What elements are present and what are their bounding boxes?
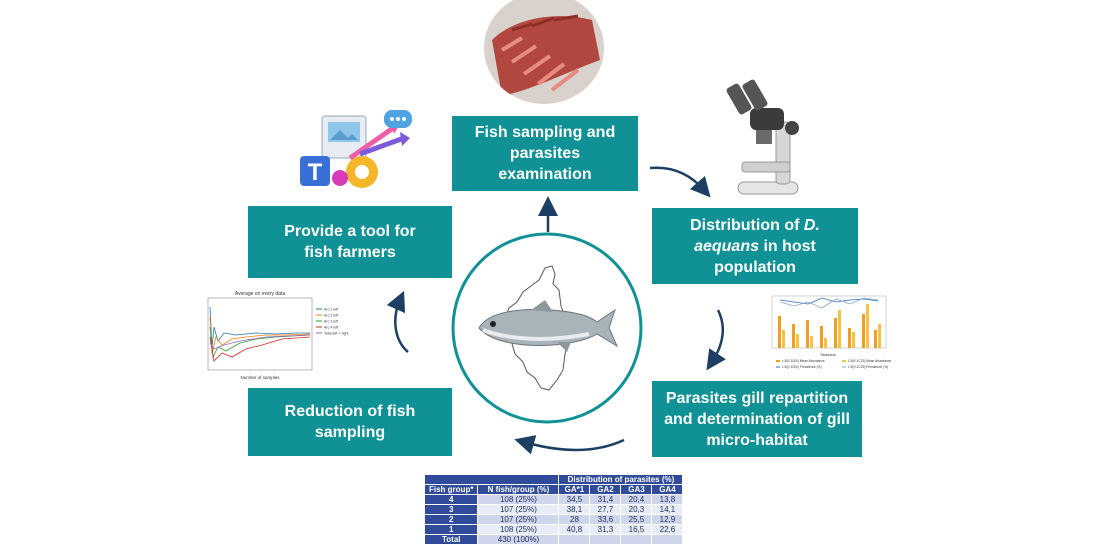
cell-value: 13,8 (651, 494, 684, 505)
arrow-reduction-to-tool (386, 290, 409, 353)
step-fish-sampling: Fish sampling and parasites examination (452, 116, 638, 191)
step-gill-repartition-line2: and determination of gill (664, 410, 850, 428)
step-distribution-line3: population (714, 258, 796, 276)
cell-value: 14,1 (651, 504, 684, 515)
col-ga4: GA4 (651, 484, 684, 495)
step-fish-sampling-line2: parasites (509, 145, 581, 162)
cell-group: 4 (423, 494, 479, 505)
legend-arc4: Arc 4 left (324, 326, 338, 330)
cell-value: 31,3 (589, 524, 622, 535)
cell-value: 33,6 (589, 514, 622, 525)
corsica-map-outline (504, 265, 570, 391)
gill-photo (484, 0, 604, 104)
col-ga2: GA2 (589, 484, 622, 495)
mini-chart-xlabel: Seasons (820, 352, 836, 357)
step-fish-sampling-line1: Fish sampling and (474, 124, 616, 141)
step-tool-line2: fish farmers (304, 244, 396, 261)
mini-chart-legend-1: L.B(Y-1000) Mean Abundance (782, 359, 825, 363)
table-row: 3 107 (25%) 38,1 27,7 20,3 14,1 (423, 504, 684, 515)
mini-bar-chart: Seasons L.B(Y-1000) Mean Abundance L.B(Y… (758, 290, 908, 372)
step-fish-sampling-line3: examination (498, 166, 592, 183)
cell-value: 16,5 (620, 524, 653, 535)
legend-total: Total left + right (324, 332, 348, 336)
cell-value: 25,5 (620, 514, 653, 525)
table-header-cols: Fish group* N fish/group (%) GA*1 GA2 GA… (423, 484, 684, 495)
cell-group: 1 (423, 524, 479, 535)
legend-arc1: Arc 1 left (324, 308, 338, 312)
mini-plot-legend: Arc 1 left Arc 2 left Arc 3 left Arc 4 l… (316, 308, 348, 336)
cell-n: 108 (25%) (477, 524, 560, 535)
cell-value: 34,5 (558, 494, 591, 505)
table-row-total: Total 430 (100%) (423, 534, 684, 545)
mini-chart-legend-3: L.B(Y-1000) Prevalence (%) (782, 365, 822, 369)
svg-text:T: T (308, 159, 323, 186)
cell-value: 22,6 (651, 524, 684, 535)
cell-value: 20,3 (620, 504, 653, 515)
parasite-distribution-table: Distribution of parasites (%) Fish group… (423, 474, 684, 545)
step-tool-line1: Provide a tool for (284, 223, 416, 240)
step-gill-repartition-line3: micro-habitat (706, 431, 808, 449)
mini-line-plot: Average on every data Number of samples … (196, 287, 362, 383)
cell-value: 40,8 (558, 524, 591, 535)
step-reduction-line1: Reduction of fish (284, 403, 416, 420)
table-header-distribution: Distribution of parasites (%) (558, 474, 684, 485)
mini-chart-legend-4: L.B(Y-1C29) Prevalence (%) (848, 365, 888, 369)
mini-chart-line-2 (779, 297, 879, 309)
legend-arc2: Arc 2 left (324, 314, 338, 318)
cell-value: 28 (558, 514, 591, 525)
sea-bass-fish-image (478, 300, 619, 352)
cell-total-n: 430 (100%) (477, 534, 560, 545)
table-header-top: Distribution of parasites (%) (423, 474, 684, 485)
cell-value: 38,1 (558, 504, 591, 515)
col-ga3: GA3 (620, 484, 653, 495)
step-reduction-line2: sampling (314, 424, 386, 441)
arrow-distribution-to-repartition (706, 309, 726, 371)
step-tool-farmers: Provide a tool for fish farmers (248, 206, 452, 278)
cell-n: 107 (25%) (477, 504, 560, 515)
table-row: 4 108 (25%) 34,5 31,4 20,4 13,8 (423, 494, 684, 505)
cell-value: 31,4 (589, 494, 622, 505)
cell-total-label: Total (423, 534, 479, 545)
col-fish-group: Fish group* (423, 484, 479, 495)
mini-chart-legend: L.B(Y-1000) Mean Abundance L.B(Y-1C29) M… (776, 359, 891, 369)
microscope-icon (726, 79, 799, 195)
tool-infographic-icon: T (300, 110, 412, 188)
arrow-sampling-to-distribution (649, 166, 711, 198)
step-gill-repartition: Parasites gill repartition and determina… (652, 381, 862, 457)
arrow-repartition-to-reduction (514, 435, 625, 455)
cell-group: 2 (423, 514, 479, 525)
legend-arc3: Arc 3 left (324, 320, 338, 324)
cell-value: 27,7 (589, 504, 622, 515)
table-row: 2 107 (25%) 28 33,6 25,5 12,9 (423, 514, 684, 525)
cell-n: 108 (25%) (477, 494, 560, 505)
cell-n: 107 (25%) (477, 514, 560, 525)
mini-chart-bars (778, 304, 881, 348)
mini-plot-xlabel: Number of samples (240, 375, 280, 380)
step-distribution-line1: Distribution of D. (690, 216, 820, 234)
col-ga1: GA*1 (558, 484, 591, 495)
center-circle (451, 232, 643, 424)
col-n-fish: N fish/group (%) (477, 484, 560, 495)
step-reduction-sampling: Reduction of fish sampling (248, 388, 452, 456)
cell-group: 3 (423, 504, 479, 515)
mini-chart-legend-2: L.B(Y-1C29) Mean Abundance (848, 359, 891, 363)
cell-value: 20,4 (620, 494, 653, 505)
cell-value: 12,9 (651, 514, 684, 525)
step-distribution-line2: aequans in host (694, 237, 816, 255)
table-row: 1 108 (25%) 40,8 31,3 16,5 22,6 (423, 524, 684, 535)
step-distribution: Distribution of D. aequans in host popul… (652, 208, 858, 284)
step-gill-repartition-line1: Parasites gill repartition (665, 389, 849, 407)
mini-plot-title: Average on every data (235, 291, 285, 297)
